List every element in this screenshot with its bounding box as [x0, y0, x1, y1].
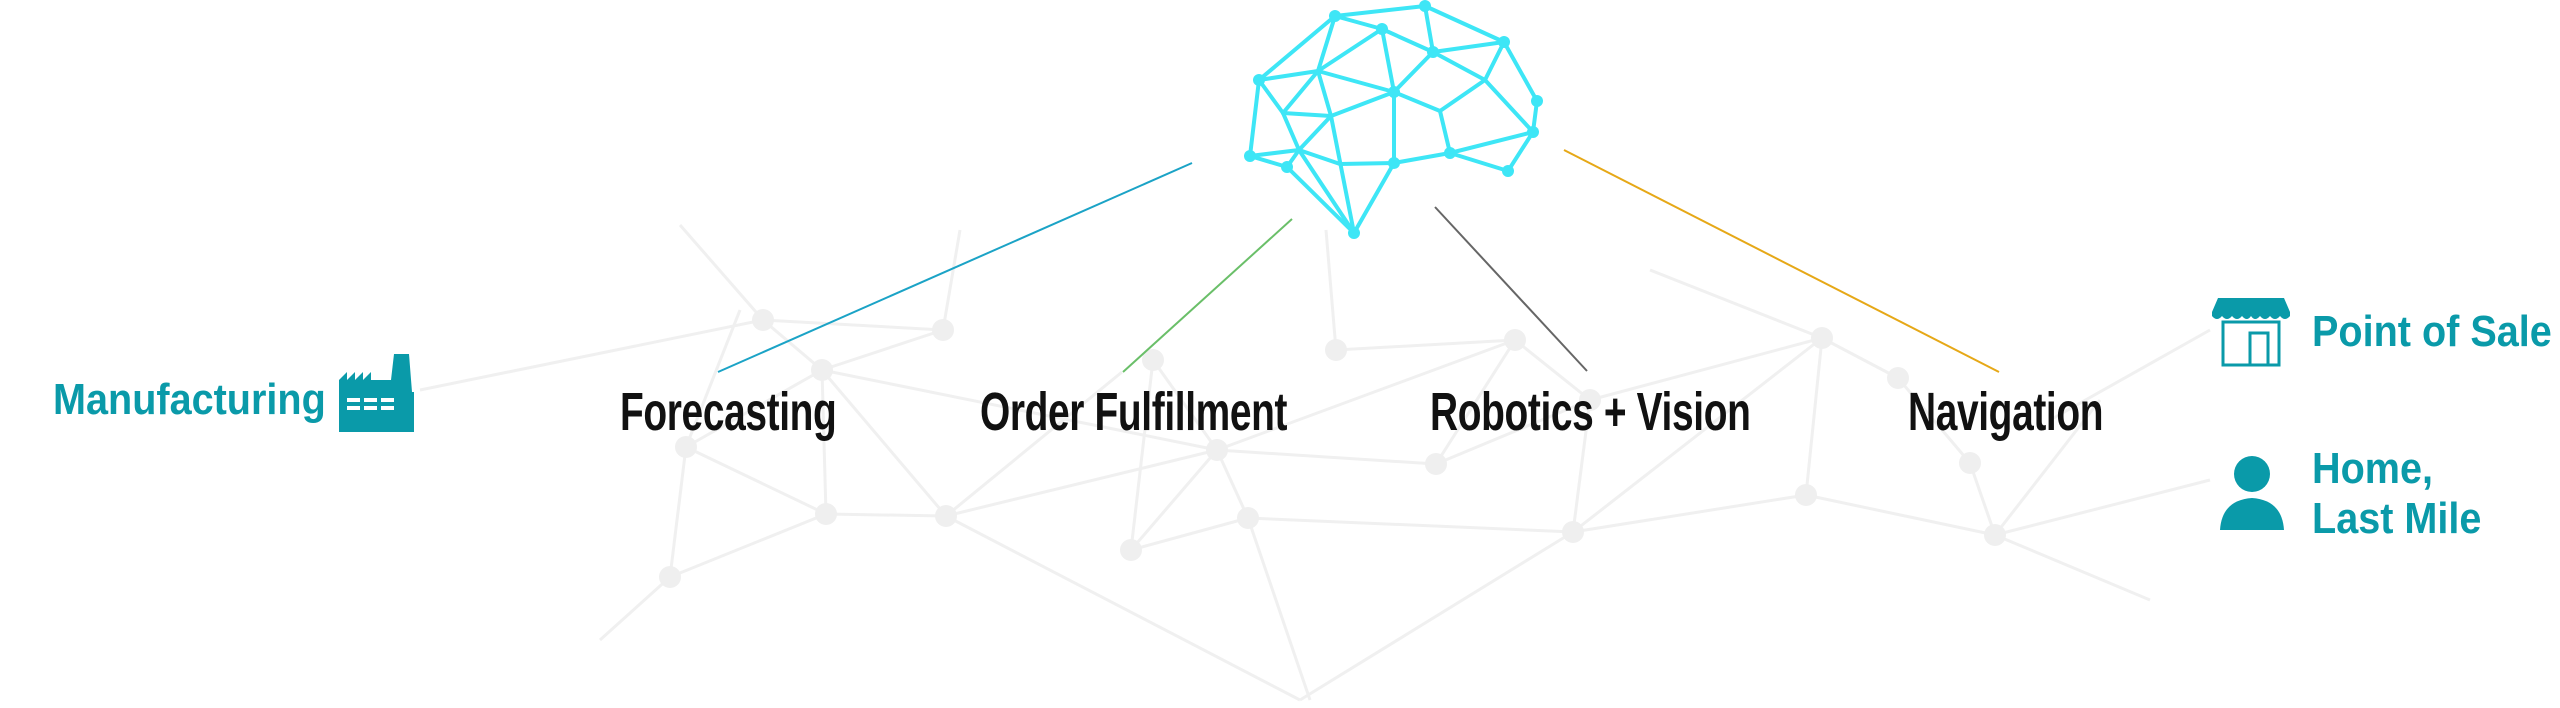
navigation-connector — [1563, 149, 2000, 373]
use-case-robotics-vision: Robotics + Vision — [1430, 382, 1751, 442]
use-case-navigation: Navigation — [1908, 382, 2104, 442]
forecasting-connector — [717, 162, 1193, 373]
person-icon — [2220, 456, 2284, 530]
use-case-order-fulfillment: Order Fulfillment — [980, 382, 1288, 442]
order-fulfillment-connector — [1122, 218, 1293, 373]
manufacturing-label: Manufacturing — [53, 375, 326, 424]
home-last-mile-label: Home, Last Mile — [2312, 444, 2481, 544]
point-of-sale-label: Point of Sale — [2312, 307, 2552, 356]
use-case-forecasting: Forecasting — [620, 382, 837, 442]
robotics-vision-connector — [1434, 206, 1588, 372]
home-label-line2: Last Mile — [2312, 494, 2482, 543]
store-icon — [2212, 298, 2290, 367]
factory-icon — [339, 354, 414, 432]
home-label-line1: Home, — [2312, 444, 2434, 493]
